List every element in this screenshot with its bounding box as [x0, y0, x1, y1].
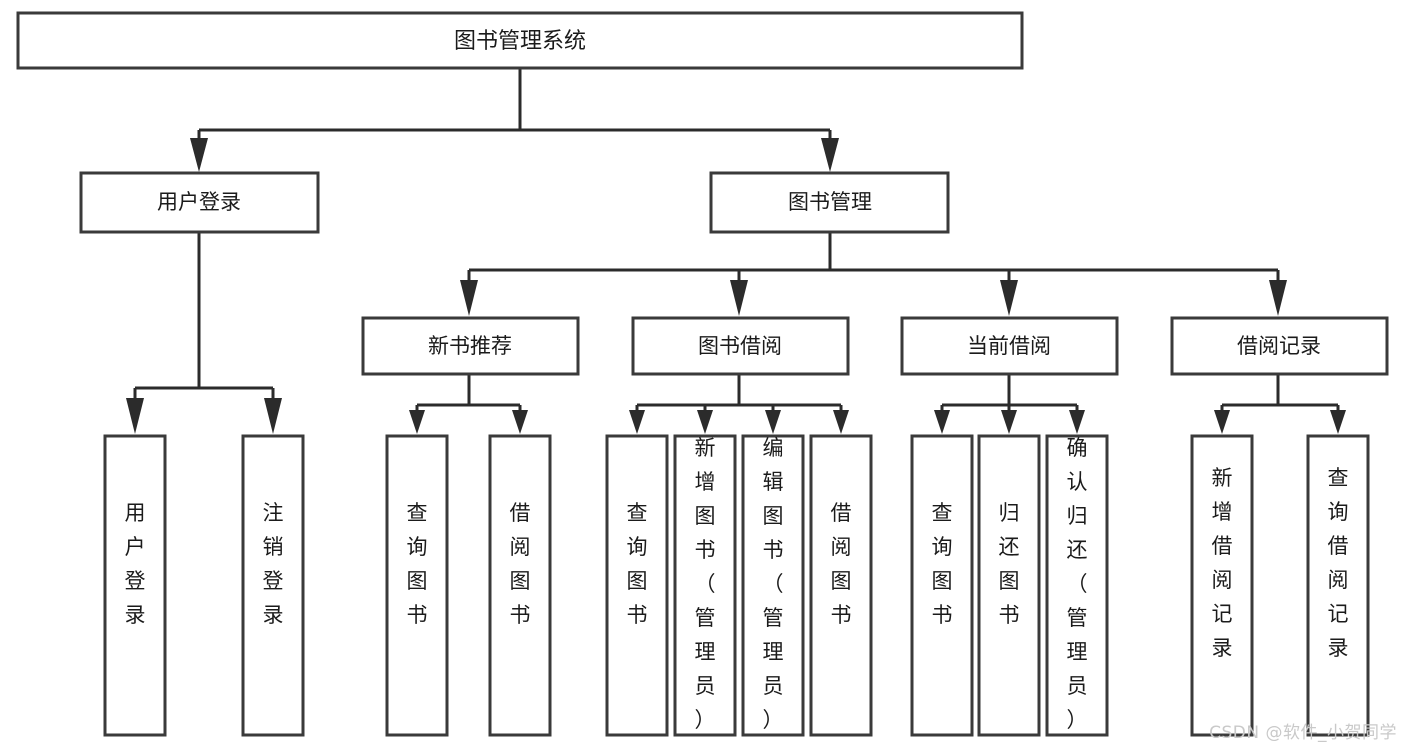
- leaf-label-logout: 注销登录: [263, 501, 284, 627]
- leaf-box-currentborrow-confirm[interactable]: [1045, 434, 1109, 737]
- arrow-head-new-book: [460, 280, 478, 316]
- leaf-node[interactable]: 新增借阅记录: [1190, 434, 1254, 737]
- root-box[interactable]: [16, 11, 1024, 70]
- current-borrow-label: 当前借阅: [967, 334, 1051, 358]
- arrow-head-leaf-logout: [264, 398, 282, 434]
- arrow-head-bookborrow-leaf-4: [833, 410, 849, 434]
- leaf-box-borrowrecord-add[interactable]: [1190, 434, 1254, 737]
- node-current-borrow[interactable]: 当前借阅: [900, 316, 1119, 376]
- leaf-label-newbook-query: 查询图书: [407, 501, 428, 627]
- leaf-node[interactable]: 查询借阅记录: [1306, 434, 1370, 737]
- node-book-manage[interactable]: 图书管理: [709, 171, 950, 234]
- arrow-head-bookborrow-leaf-2: [697, 410, 713, 434]
- leaf-node[interactable]: 编辑图书（管理员）: [741, 434, 805, 737]
- leaf-label-bookborrow-edit: 编辑图书（管理员）: [763, 436, 784, 732]
- leaf-box-bookborrow-borrow[interactable]: [809, 434, 873, 737]
- node-new-book-recommend[interactable]: 新书推荐: [361, 316, 580, 376]
- leaf-box-currentborrow-query[interactable]: [910, 434, 974, 737]
- book-borrow-box[interactable]: [631, 316, 850, 376]
- leaf-box-user-login[interactable]: [103, 434, 167, 737]
- arrow-head-book-manage: [821, 138, 839, 172]
- arrow-head-newbook-leaf-1: [409, 410, 425, 434]
- leaf-node[interactable]: 查询图书: [385, 434, 449, 737]
- leaf-node[interactable]: 归还图书: [977, 434, 1041, 737]
- arrow-head-current-borrow: [1000, 280, 1018, 316]
- leaf-box-borrowrecord-query[interactable]: [1306, 434, 1370, 737]
- book-manage-box[interactable]: [709, 171, 950, 234]
- leaf-label-bookborrow-query: 查询图书: [627, 501, 648, 627]
- book-borrow-label: 图书借阅: [698, 334, 782, 358]
- root-label: 图书管理系统: [454, 29, 586, 54]
- arrow-head-currentborrow-leaf-1: [934, 410, 950, 434]
- user-login-box[interactable]: [79, 171, 320, 234]
- leaf-node[interactable]: 查询图书: [605, 434, 669, 737]
- watermark-text: CSDN @软件_小贺同学: [1209, 723, 1397, 743]
- arrow-head-currentborrow-leaf-2: [1001, 410, 1017, 434]
- leaf-node[interactable]: 借阅图书: [809, 434, 873, 737]
- node-borrow-record[interactable]: 借阅记录: [1170, 316, 1389, 376]
- node-book-borrow[interactable]: 图书借阅: [631, 316, 850, 376]
- leaf-node[interactable]: 注销登录: [241, 434, 305, 737]
- leaf-node[interactable]: 用户登录: [103, 434, 167, 737]
- new-book-recommend-label: 新书推荐: [428, 334, 512, 358]
- node-root-system[interactable]: 图书管理系统: [16, 11, 1024, 70]
- leaf-label-bookborrow-add: 新增图书（管理员）: [695, 436, 716, 732]
- new-book-recommend-box[interactable]: [361, 316, 580, 376]
- user-login-label: 用户登录: [157, 190, 241, 214]
- leaf-node[interactable]: 借阅图书: [488, 434, 552, 737]
- leaf-label-borrowrecord-query: 查询借阅记录: [1328, 466, 1349, 660]
- arrow-head-bookborrow-leaf-3: [765, 410, 781, 434]
- leaf-box-bookborrow-query[interactable]: [605, 434, 669, 737]
- borrow-record-label: 借阅记录: [1237, 334, 1321, 358]
- arrow-head-bookborrow-leaf-1: [629, 410, 645, 434]
- arrow-head-newbook-leaf-2: [512, 410, 528, 434]
- arrow-head-leaf-user-login: [126, 398, 144, 434]
- arrow-head-borrow-record: [1269, 280, 1287, 316]
- leaf-label-currentborrow-confirm: 确认归还（管理员）: [1067, 436, 1088, 732]
- leaf-box-logout[interactable]: [241, 434, 305, 737]
- arrow-head-borrowrecord-leaf-1: [1214, 410, 1230, 434]
- arrow-head-currentborrow-leaf-3: [1069, 410, 1085, 434]
- leaf-node[interactable]: 确认归还（管理员）: [1045, 434, 1109, 737]
- leaf-box-bookborrow-add[interactable]: [673, 434, 737, 737]
- leaf-node[interactable]: 查询图书: [910, 434, 974, 737]
- leaf-box-currentborrow-return[interactable]: [977, 434, 1041, 737]
- leaf-box-newbook-query[interactable]: [385, 434, 449, 737]
- leaf-label-borrowrecord-add: 新增借阅记录: [1212, 466, 1233, 660]
- arrow-head-book-borrow: [730, 280, 748, 316]
- node-user-login[interactable]: 用户登录: [79, 171, 320, 234]
- borrow-record-box[interactable]: [1170, 316, 1389, 376]
- leaf-label-bookborrow-borrow: 借阅图书: [831, 501, 852, 627]
- leaf-label-user-login: 用户登录: [125, 501, 146, 627]
- leaf-label-currentborrow-return: 归还图书: [999, 501, 1020, 627]
- leaf-node[interactable]: 新增图书（管理员）: [673, 434, 737, 737]
- leaf-label-newbook-borrow: 借阅图书: [510, 501, 531, 627]
- connector-layer: [126, 68, 1346, 434]
- arrow-head-borrowrecord-leaf-2: [1330, 410, 1346, 434]
- leaf-box-bookborrow-edit[interactable]: [741, 434, 805, 737]
- arrow-head-user-login: [190, 138, 208, 172]
- current-borrow-box[interactable]: [900, 316, 1119, 376]
- leaf-label-currentborrow-query: 查询图书: [932, 501, 953, 627]
- book-manage-label: 图书管理: [788, 190, 872, 214]
- leaf-box-newbook-borrow[interactable]: [488, 434, 552, 737]
